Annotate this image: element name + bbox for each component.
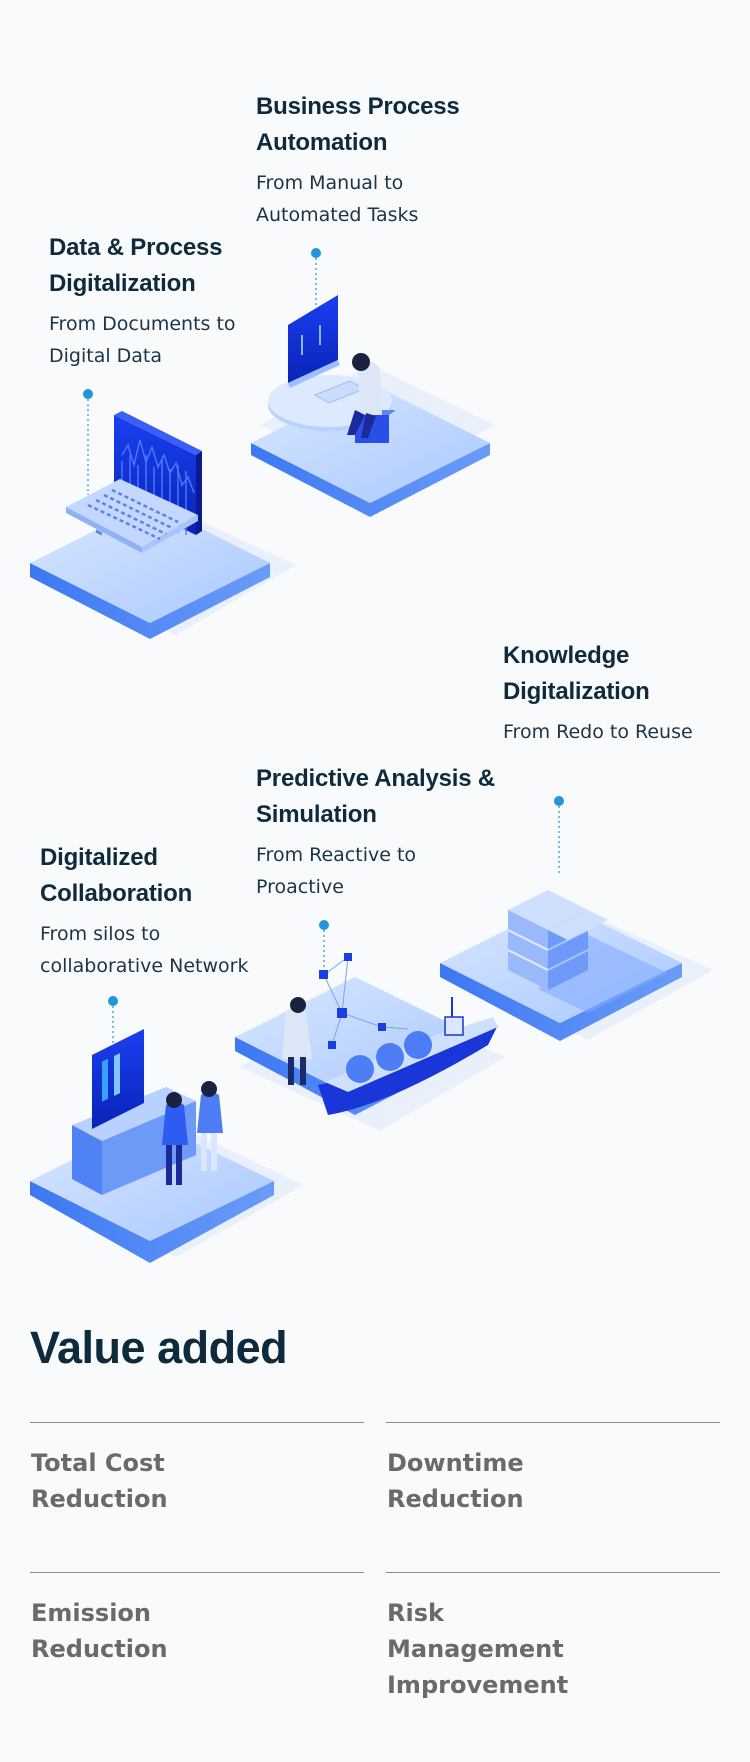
leader-dot <box>83 389 93 399</box>
leader-dot <box>311 248 321 258</box>
feature-knowledge: Knowledge Digitalization From Redo to Re… <box>503 638 693 748</box>
feature-bpa: Business Process Automation From Manual … <box>256 89 496 231</box>
metric-label: Emission Reduction <box>31 1599 168 1663</box>
feature-subtitle: From silos to collaborative Network <box>40 923 249 977</box>
metric-risk: Risk Management Improvement <box>386 1572 720 1703</box>
feature-predictive: Predictive Analysis & Simulation From Re… <box>256 761 496 903</box>
leader-dot <box>554 796 564 806</box>
metric-downtime: Downtime Reduction <box>386 1422 720 1517</box>
leader-dot <box>108 996 118 1006</box>
feature-title: Knowledge Digitalization <box>503 642 650 705</box>
feature-title: Predictive Analysis & Simulation <box>256 765 496 828</box>
feature-subtitle: From Reactive to Proactive <box>256 844 417 898</box>
bpa-illustration <box>251 248 495 517</box>
feature-subtitle: From Documents to Digital Data <box>49 313 236 367</box>
collab-illustration <box>30 996 304 1263</box>
feature-data-process: Data & Process Digitalization From Docum… <box>49 230 249 372</box>
feature-title: Digitalized Collaboration <box>40 844 193 907</box>
metric-label: Total Cost Reduction <box>31 1449 168 1513</box>
knowledge-illustration <box>440 796 713 1041</box>
metric-label: Risk Management Improvement <box>387 1599 569 1699</box>
metric-label: Downtime Reduction <box>387 1449 524 1513</box>
data-process-illustration <box>30 389 296 639</box>
feature-subtitle: From Manual to Automated Tasks <box>256 172 419 226</box>
predictive-illustration <box>235 920 505 1131</box>
feature-collab: Digitalized Collaboration From silos to … <box>40 840 260 982</box>
feature-title: Business Process Automation <box>256 93 460 156</box>
value-added-title: Value added <box>30 1322 288 1373</box>
feature-title: Data & Process Digitalization <box>49 234 223 297</box>
metric-emission: Emission Reduction <box>30 1572 364 1667</box>
feature-subtitle: From Redo to Reuse <box>503 721 693 743</box>
metric-total-cost: Total Cost Reduction <box>30 1422 364 1517</box>
leader-dot <box>319 920 329 930</box>
